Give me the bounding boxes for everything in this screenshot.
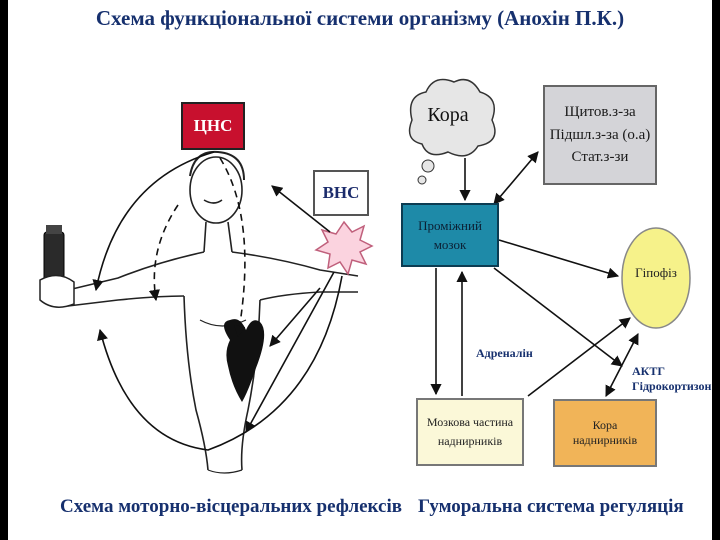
intermediate-brain-box: Проміжний мозок: [401, 203, 499, 267]
slide: Схема функціональної системи організму (…: [8, 0, 712, 540]
arrow-brain-glands: [493, 151, 539, 205]
arrow-vns-body-1: [245, 271, 335, 433]
arrow-vns-head: [271, 185, 331, 233]
arrow-head-arm-dashed: [148, 204, 179, 302]
pituitary-node: [621, 227, 691, 329]
diagram-canvas: [39, 78, 691, 474]
gland-line: Стат.з-зи: [571, 149, 629, 166]
arrow-loop-arm: [97, 275, 343, 451]
page-title: Схема функціональної системи організму (…: [95, 6, 625, 30]
cortex-label: Кора: [427, 104, 469, 126]
left-caption: Схема моторно-вісцеральних рефлексів: [60, 496, 402, 517]
arrow-head-heart-dashed: [219, 157, 246, 338]
cns-box: ЦНС: [181, 102, 245, 150]
adrenal-cortex-box: Кора наднирників: [553, 399, 657, 467]
vns-box: ВНС: [313, 170, 369, 216]
arrow-brain-pituitary: [498, 239, 620, 279]
heart-icon: [224, 319, 265, 402]
arrow-vns-heart: [269, 287, 321, 347]
acth-label: АКТГ Гідрокортизон: [632, 364, 711, 394]
arrow-brain-acth: [493, 267, 623, 367]
pituitary-label: Гіпофіз: [635, 265, 677, 280]
adrenaline-label: Адреналін: [476, 346, 533, 360]
weight-icon: [39, 225, 75, 308]
arrow-cortex-adrenal-pituitary: [605, 333, 639, 397]
arrow-medulla-pituitary: [527, 317, 631, 397]
thought-cloud-icon: [408, 78, 496, 185]
starburst-icon: [314, 220, 374, 276]
glands-box: Щитов.з-за Підшл.з-за (о.а) Стат.з-зи: [543, 85, 657, 185]
acth-text: АКТГ: [632, 364, 666, 378]
hydrocortisone-text: Гідрокортизон: [632, 379, 712, 393]
gland-line: Щитов.з-за: [564, 104, 636, 121]
adrenal-medulla-box: Мозкова частина наднирників: [416, 398, 524, 466]
gland-line: Підшл.з-за (о.а): [549, 126, 651, 143]
arrow-cns-arm: [92, 151, 215, 292]
right-caption: Гуморальна система регуляція: [418, 496, 684, 517]
